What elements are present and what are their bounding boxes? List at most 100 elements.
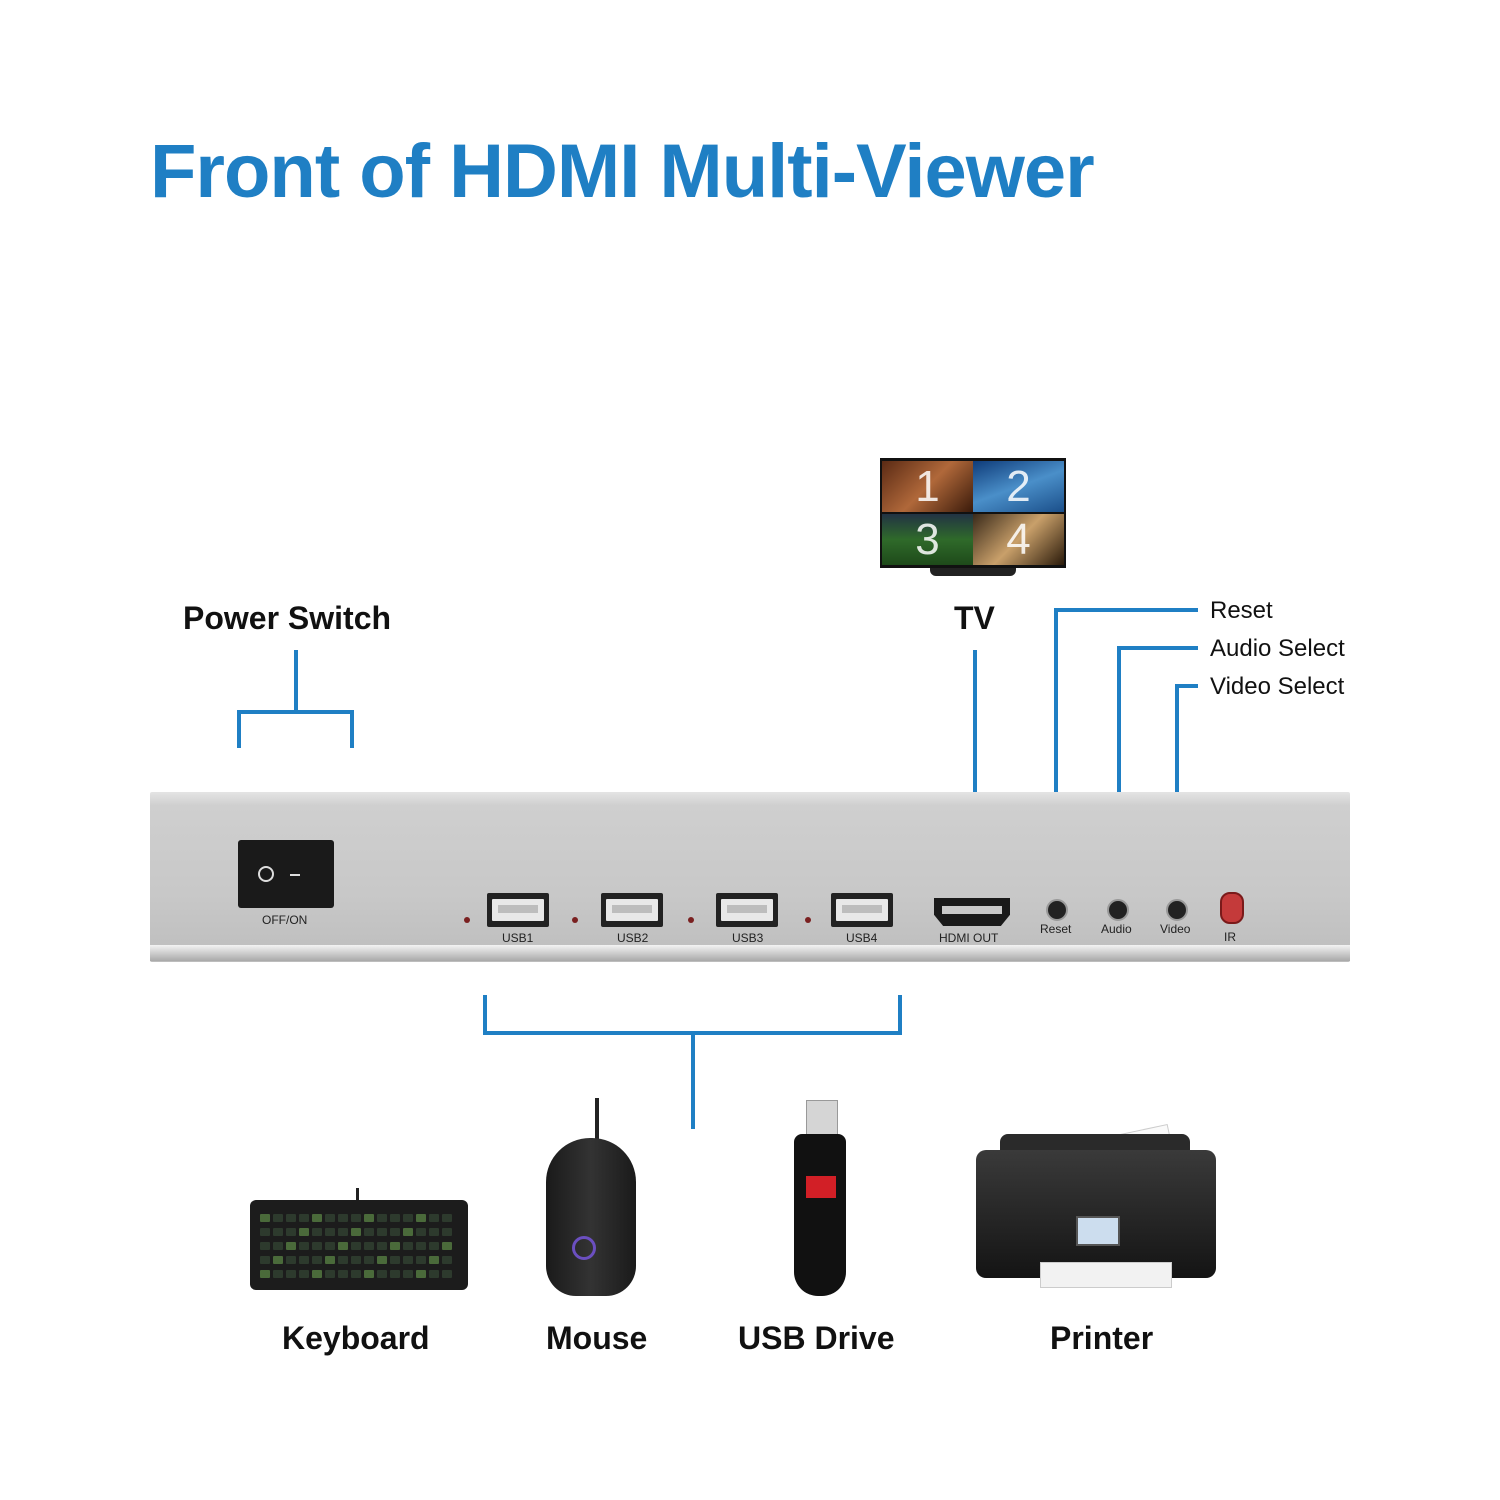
- hdmi-out-port[interactable]: [934, 898, 1010, 926]
- power-bracket-right: [350, 710, 354, 748]
- video-leader-v: [1175, 684, 1179, 858]
- keyboard-key: [286, 1228, 296, 1236]
- keyboard-key: [416, 1270, 426, 1278]
- keyboard-key: [377, 1214, 387, 1222]
- keyboard-key: [416, 1242, 426, 1250]
- usb-drive-slider: [806, 1176, 836, 1198]
- keyboard-key: [364, 1256, 374, 1264]
- power-bracket-line: [237, 710, 354, 714]
- video-button-label: Video: [1160, 922, 1191, 936]
- tv-illustration: 1 2 3 4: [880, 458, 1066, 568]
- keyboard-key: [325, 1228, 335, 1236]
- video-button[interactable]: [1166, 899, 1188, 921]
- keyboard-key: [299, 1214, 309, 1222]
- reset-button-label: Reset: [1040, 922, 1072, 936]
- keyboard-key: [312, 1214, 322, 1222]
- keyboard-key: [403, 1242, 413, 1250]
- keyboard-key: [286, 1256, 296, 1264]
- keyboard-key: [312, 1242, 322, 1250]
- keyboard-key: [364, 1228, 374, 1236]
- audio-button[interactable]: [1107, 899, 1129, 921]
- keyboard-key: [299, 1242, 309, 1250]
- printer-label: Printer: [1050, 1320, 1154, 1356]
- power-leader-line: [294, 650, 298, 712]
- usb-drive-icon: [794, 1134, 846, 1296]
- usb3-port[interactable]: [716, 893, 778, 927]
- usb-bracket-right: [898, 995, 902, 1033]
- keyboard-key: [351, 1256, 361, 1264]
- keyboard-icon: [250, 1200, 468, 1290]
- keyboard-key: [325, 1256, 335, 1264]
- usb1-port[interactable]: [487, 893, 549, 927]
- ir-sensor: [1220, 892, 1244, 924]
- keyboard-key: [299, 1256, 309, 1264]
- reset-leader-v: [1054, 608, 1058, 858]
- video-select-callout-label: Video Select: [1210, 673, 1345, 700]
- keyboard-key: [351, 1242, 361, 1250]
- keyboard-key: [325, 1242, 335, 1250]
- keyboard-key: [273, 1256, 283, 1264]
- usb3-label: USB3: [732, 931, 764, 945]
- keyboard-key: [403, 1214, 413, 1222]
- usb2-port[interactable]: [601, 893, 663, 927]
- reset-callout-label: Reset: [1210, 597, 1273, 624]
- power-switch[interactable]: [238, 840, 334, 908]
- keyboard-key: [273, 1214, 283, 1222]
- keyboard-key: [338, 1270, 348, 1278]
- keyboard-key: [338, 1256, 348, 1264]
- mouse-icon: [546, 1138, 636, 1296]
- keyboard-key: [351, 1214, 361, 1222]
- keyboard-key: [338, 1242, 348, 1250]
- keyboard-key: [260, 1214, 270, 1222]
- keyboard-key: [286, 1242, 296, 1250]
- tv-quadrant-1: 1: [882, 461, 973, 512]
- printer-icon: [976, 1150, 1216, 1278]
- keyboard-key: [416, 1256, 426, 1264]
- keyboard-key: [442, 1270, 452, 1278]
- keyboard-key: [442, 1256, 452, 1264]
- keyboard-key: [351, 1270, 361, 1278]
- video-leader-h: [1175, 684, 1198, 688]
- keyboard-key: [312, 1256, 322, 1264]
- power-switch-label: Power Switch: [183, 600, 392, 636]
- keyboard-key: [364, 1214, 374, 1222]
- keyboard-key: [338, 1214, 348, 1222]
- keyboard-key: [273, 1270, 283, 1278]
- keyboard-key: [273, 1228, 283, 1236]
- switch-on-symbol: [290, 874, 300, 876]
- keyboard-key: [286, 1270, 296, 1278]
- keyboard-key: [390, 1228, 400, 1236]
- page-title: Front of HDMI Multi-Viewer: [150, 129, 1095, 214]
- keyboard-key: [390, 1256, 400, 1264]
- keyboard-key: [260, 1256, 270, 1264]
- usb4-led: [805, 917, 811, 923]
- reset-button[interactable]: [1046, 899, 1068, 921]
- switch-off-symbol: [258, 866, 274, 882]
- usb-drive-plug: [806, 1100, 838, 1138]
- keyboard-key: [377, 1256, 387, 1264]
- keyboard-cable: [356, 1188, 359, 1202]
- audio-leader-h: [1117, 646, 1198, 650]
- keyboard-key: [403, 1228, 413, 1236]
- usb4-label: USB4: [846, 931, 878, 945]
- usb4-port[interactable]: [831, 893, 893, 927]
- usb1-label: USB1: [502, 931, 534, 945]
- keyboard-key: [325, 1270, 335, 1278]
- keyboard-key: [260, 1242, 270, 1250]
- hdmi-out-label: HDMI OUT: [939, 931, 999, 945]
- keyboard-key: [299, 1228, 309, 1236]
- ir-label: IR: [1224, 930, 1236, 944]
- usb3-led: [688, 917, 694, 923]
- keyboard-key: [429, 1270, 439, 1278]
- audio-select-callout-label: Audio Select: [1210, 635, 1345, 662]
- keyboard-key: [377, 1242, 387, 1250]
- usb-leader-line: [691, 1031, 695, 1129]
- tv-quadrant-4: 4: [973, 514, 1064, 565]
- usb-drive-label: USB Drive: [738, 1320, 895, 1356]
- keyboard-key: [403, 1270, 413, 1278]
- printer-screen: [1076, 1216, 1120, 1246]
- keyboard-key: [260, 1228, 270, 1236]
- keyboard-key: [299, 1270, 309, 1278]
- keyboard-key: [429, 1214, 439, 1222]
- keyboard-key: [325, 1214, 335, 1222]
